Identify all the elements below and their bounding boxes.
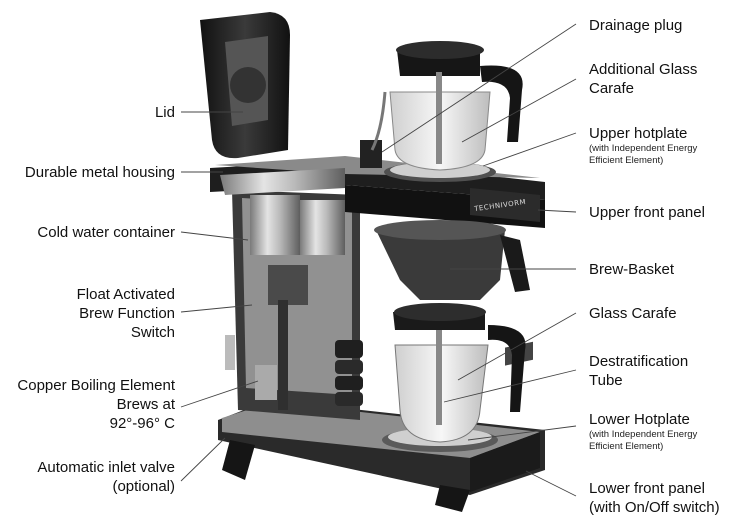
cold-water-container xyxy=(250,195,300,255)
label-cold-water-container: Cold water container xyxy=(37,224,175,241)
drainage-plug xyxy=(360,91,387,168)
upper-front-panel xyxy=(470,188,540,222)
label-upper-hotplate: Upper hotplate (with Independent Energy … xyxy=(589,125,698,166)
main-housing xyxy=(225,190,363,420)
float-switch-box xyxy=(268,265,308,305)
label-upper-front-panel: Upper front panel xyxy=(589,204,705,221)
label-brew-basket: Brew-Basket xyxy=(589,261,675,278)
destratification-tube xyxy=(436,330,442,425)
lower-glass-carafe xyxy=(393,303,526,443)
label-float-activated-switch: Float Activated Brew Function Switch xyxy=(76,286,175,341)
label-drainage-plug: Drainage plug xyxy=(589,17,683,34)
label-copper-boiling-element: Copper Boiling Element Brews at 92°-96° … xyxy=(17,377,175,432)
leader-lines xyxy=(180,23,577,497)
label-lower-front-panel: Lower front panel (with On/Off switch) xyxy=(589,480,720,516)
foot-right xyxy=(435,485,470,512)
brew-basket xyxy=(374,220,530,300)
label-lower-hotplate: Lower Hotplate (with Independent Energy … xyxy=(589,411,698,452)
additional-glass-carafe xyxy=(389,41,523,171)
label-additional-glass-carafe: Additional Glass Carafe xyxy=(589,61,698,97)
copper-boiling-element xyxy=(335,340,363,406)
inlet-valve-body xyxy=(255,365,277,400)
lid xyxy=(200,12,290,159)
label-durable-metal-housing: Durable metal housing xyxy=(24,164,175,181)
label-destratification-tube: Destratification Tube xyxy=(589,353,689,389)
foot-left xyxy=(222,440,255,480)
label-automatic-inlet-valve: Automatic inlet valve (optional) xyxy=(37,459,175,495)
label-lid: Lid xyxy=(154,104,175,121)
label-glass-carafe: Glass Carafe xyxy=(589,305,677,322)
